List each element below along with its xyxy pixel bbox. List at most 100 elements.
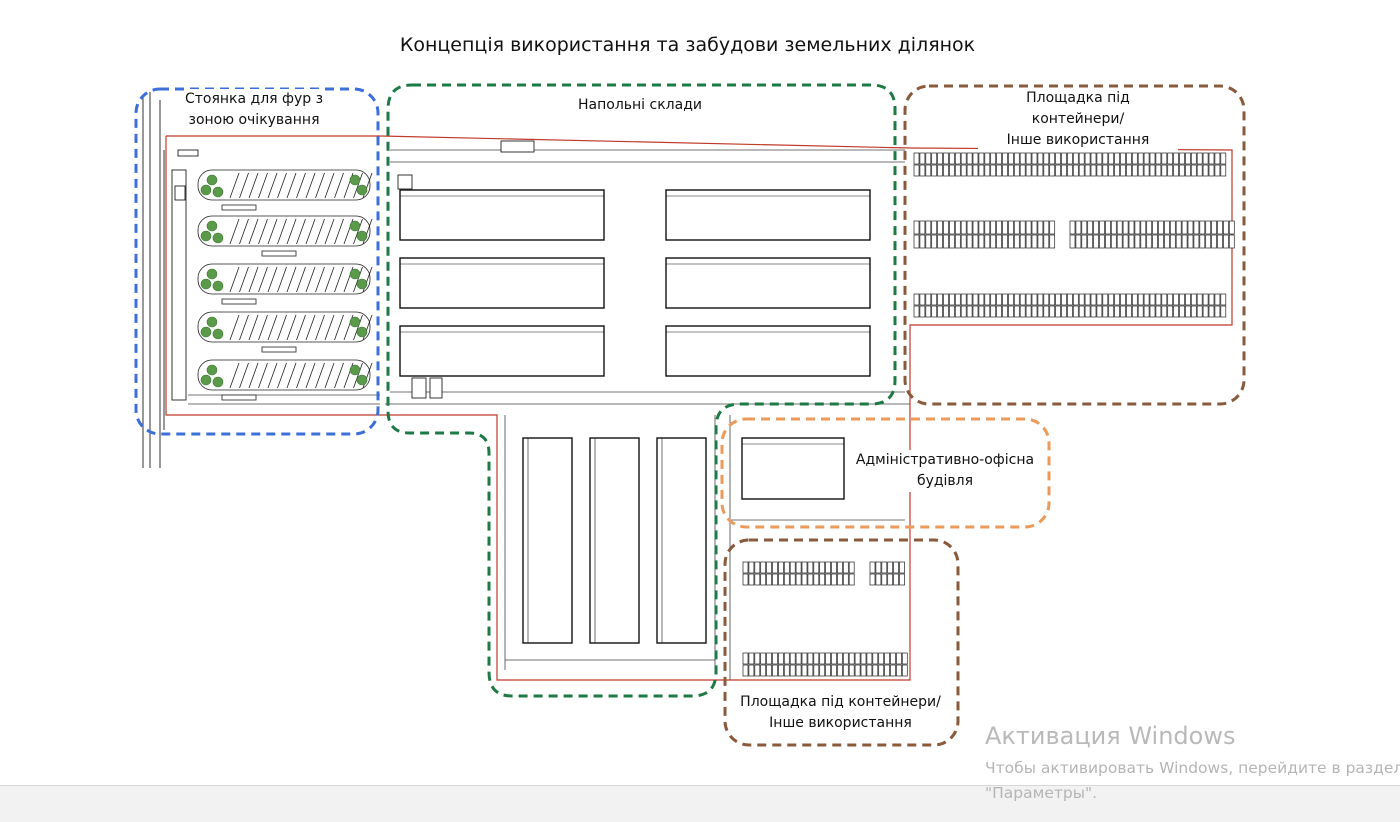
bottom-bar <box>0 785 1400 822</box>
container-slot <box>1072 305 1079 318</box>
zone-containers-top <box>903 84 1246 406</box>
container-slot <box>943 293 949 306</box>
parking-stall <box>305 362 316 389</box>
container-slot <box>949 152 955 165</box>
container-slot <box>1137 164 1144 177</box>
containers-top-label-line2: Інше використання <box>1006 132 1150 148</box>
parking-stall <box>296 266 306 293</box>
container-slot <box>1217 220 1223 235</box>
parking-stall <box>305 314 316 341</box>
container-slot <box>960 152 967 165</box>
container-slot <box>754 573 761 586</box>
container-slot <box>848 652 855 665</box>
container-slot <box>875 573 882 586</box>
parking-stall <box>229 266 240 293</box>
container-slot <box>860 652 867 665</box>
container-slot <box>960 220 967 235</box>
container-slot <box>1228 234 1235 249</box>
container-slot <box>954 152 961 165</box>
container-slot <box>901 664 908 677</box>
warehouse <box>665 257 871 309</box>
parking-stall <box>296 218 306 245</box>
parking-stall <box>267 266 278 293</box>
container-slot <box>1031 305 1038 318</box>
container-slot <box>801 573 808 586</box>
container-slot <box>1049 305 1056 318</box>
container-slot <box>1128 220 1135 235</box>
parking-stall <box>305 172 316 199</box>
container-slot <box>748 652 755 665</box>
parking-stall <box>277 172 287 199</box>
container-slot <box>1061 152 1067 165</box>
container-slot <box>813 573 820 586</box>
container-slot <box>1116 220 1123 235</box>
tree-icon <box>349 316 361 328</box>
windows-activation-text: Чтобы активировать Windows, перейдите в … <box>985 756 1400 806</box>
parking-stall <box>296 314 306 341</box>
container-slot <box>919 164 926 177</box>
container-slot <box>813 652 820 665</box>
warehouses <box>399 189 871 644</box>
container-slot <box>1061 305 1067 318</box>
container-slot <box>990 305 997 318</box>
site-boundary <box>165 135 1233 681</box>
container-slot <box>1199 234 1206 249</box>
container-slot <box>1205 220 1212 235</box>
container-slot <box>1078 305 1085 318</box>
container-slot <box>801 664 808 677</box>
container-slot <box>1081 220 1088 235</box>
container-slot <box>913 234 920 249</box>
container-slot <box>990 152 997 165</box>
container-slot <box>778 652 784 665</box>
container-slot <box>966 305 973 318</box>
tree-icon <box>356 326 368 338</box>
parking-stall <box>248 218 259 245</box>
container-slot <box>772 561 778 574</box>
container-slot <box>819 573 826 586</box>
container-slot <box>943 164 949 177</box>
container-slot <box>1164 220 1170 235</box>
container-slot <box>1019 152 1026 165</box>
zone-admin-building <box>720 417 1051 529</box>
container-slot <box>1169 234 1176 249</box>
container-slot <box>1220 164 1227 177</box>
containers-top-label: Площадка під контейнери/ Інше використан… <box>978 88 1178 151</box>
container-slot <box>949 293 955 306</box>
container-slot <box>1031 234 1038 249</box>
warehouse <box>589 437 640 644</box>
container-slot <box>1114 164 1120 177</box>
container-slot <box>772 664 778 677</box>
container-slot <box>795 664 802 677</box>
container-slot <box>1008 234 1014 249</box>
container-slot <box>837 561 843 574</box>
container-slot <box>1143 305 1150 318</box>
parking-stall <box>286 314 297 341</box>
tree-icon <box>200 374 212 386</box>
container-slot <box>1037 293 1044 306</box>
container-slot <box>1175 220 1182 235</box>
container-slot <box>1002 234 1008 249</box>
page-title: Концепція використання та забудови земел… <box>399 34 976 56</box>
container-slot <box>875 561 882 574</box>
container-slot <box>1196 152 1203 165</box>
container-slot <box>1099 234 1105 249</box>
container-slot <box>925 293 932 306</box>
container-slot <box>831 561 837 574</box>
container-slot <box>1146 234 1153 249</box>
container-slot <box>783 664 790 677</box>
container-slot <box>1128 234 1135 249</box>
container-slot <box>819 652 826 665</box>
container-slot <box>1002 293 1008 306</box>
tree-icon <box>206 268 218 280</box>
container-slot <box>1187 234 1194 249</box>
container-slot <box>1173 152 1179 165</box>
parking-row <box>197 215 373 257</box>
container-slot <box>1087 220 1094 235</box>
container-slot <box>937 164 943 177</box>
container-slot <box>742 561 749 574</box>
parking-stall <box>286 266 297 293</box>
container-slot <box>954 305 961 318</box>
parking-stall <box>258 266 268 293</box>
container-slot <box>978 234 985 249</box>
